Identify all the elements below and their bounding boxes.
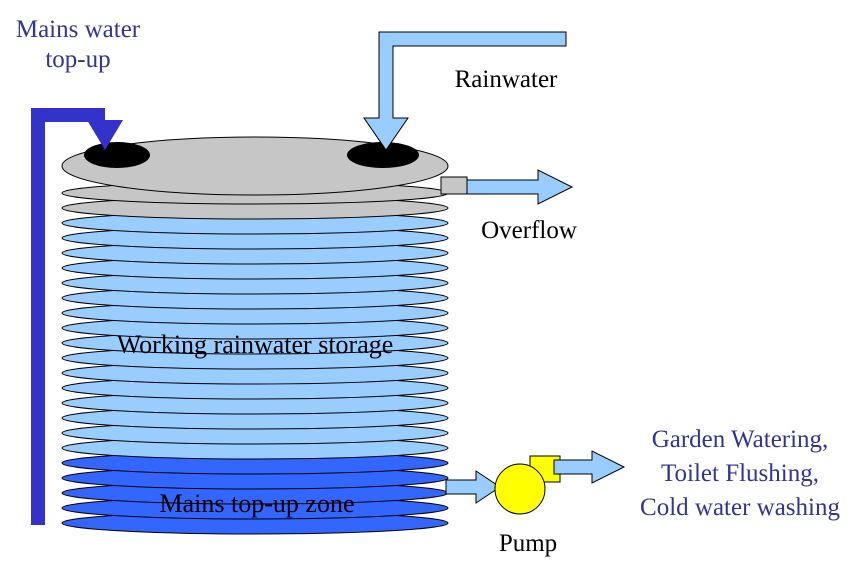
mains-pipe-run: [31, 108, 105, 525]
rainwater-pipe-arrow: [363, 31, 567, 151]
pump-label: Pump: [499, 530, 557, 557]
mains-pipe-arrowhead: [87, 120, 123, 150]
outputs-label-line3: Cold water washing: [640, 494, 840, 521]
outputs-label-line1: Garden Watering,: [652, 426, 829, 453]
pump-icon: [494, 463, 546, 515]
tank-lid-hole-left: [84, 142, 150, 168]
outputs-label-line2: Toilet Flushing,: [661, 460, 819, 487]
pump-inlet-arrow: [445, 470, 501, 504]
overflow-label: Overflow: [481, 217, 577, 244]
overflow-arrow: [466, 169, 574, 205]
mains-topup-label-line1: Mains water: [16, 16, 141, 43]
tank-lid-hole-right: [347, 142, 419, 168]
mains-zone-label: Mains top-up zone: [160, 489, 355, 518]
mains-topup-label-line2: top-up: [45, 46, 110, 73]
pump-symbol: [494, 455, 561, 515]
rainwater-label: Rainwater: [455, 66, 558, 93]
overflow-outlet: [440, 176, 468, 195]
pump-outlet-arrow: [553, 450, 626, 484]
tank-ribs: [61, 181, 449, 535]
mains-pipe: [31, 108, 123, 525]
working-storage-label: Working rainwater storage: [117, 330, 394, 359]
